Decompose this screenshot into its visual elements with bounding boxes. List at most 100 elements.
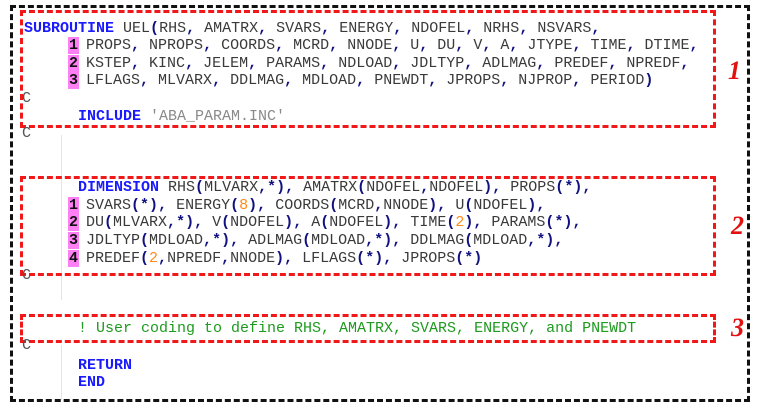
punctuation: , [185, 55, 195, 72]
punctuation: , [680, 55, 690, 72]
punctuation: , [140, 72, 150, 89]
punctuation: , [356, 72, 366, 89]
keyword: RETURN [78, 357, 133, 374]
punctuation: , [455, 37, 465, 54]
code-line: SVARS(*), ENERGY(8), COORDS(MCRD,NNODE),… [86, 197, 545, 214]
indent-guide [61, 135, 62, 300]
comment-marker: C [22, 125, 32, 142]
punctuation: , [293, 214, 303, 231]
punctuation: , [194, 214, 204, 231]
identifier: MLVARX [113, 214, 168, 231]
identifier: A [500, 37, 510, 54]
number-literal: 2 [455, 214, 465, 231]
continuation-marker: 3 [68, 72, 79, 89]
punctuation: ) [284, 214, 294, 231]
punctuation: , [519, 20, 529, 37]
punctuation: ) [464, 214, 474, 231]
punctuation: * [365, 250, 375, 267]
identifier: NSVARS [537, 20, 592, 37]
code-line: KSTEP, KINC, JELEM, PARAMS, NDLOAD, JDLT… [86, 55, 689, 72]
punctuation: ) [276, 179, 286, 196]
identifier: A [311, 214, 321, 231]
comment-marker: C [22, 90, 32, 107]
punctuation: , [212, 72, 222, 89]
continuation-marker: 3 [68, 232, 79, 249]
code-line: RETURN [78, 357, 132, 374]
code-line: ! User coding to define RHS, AMATRX, SVA… [78, 320, 636, 337]
punctuation: , [465, 20, 475, 37]
punctuation: ( [302, 232, 312, 249]
identifier: MCRD [338, 197, 375, 214]
identifier: MDLOAD [311, 232, 366, 249]
punctuation: , [131, 37, 141, 54]
punctuation: , [167, 214, 177, 231]
identifier: NDOFEL [473, 197, 528, 214]
box-label-1: 1 [728, 56, 741, 85]
identifier: JPROPS [446, 72, 501, 89]
punctuation: ) [149, 197, 159, 214]
code-line: DIMENSION RHS(MLVARX,*), AMATRX(NDOFEL,N… [78, 179, 591, 196]
identifier: RHS [168, 179, 196, 196]
identifier: V [212, 214, 222, 231]
punctuation: ( [356, 250, 366, 267]
punctuation: ( [545, 214, 555, 231]
punctuation: ( [221, 214, 231, 231]
identifier: JELEM [203, 55, 249, 72]
identifier: PREDEF [554, 55, 609, 72]
punctuation: , [285, 179, 295, 196]
punctuation: ( [329, 197, 339, 214]
highlight-box-2 [20, 176, 716, 276]
identifier: NPREDF [626, 55, 681, 72]
number-literal: 2 [149, 250, 159, 267]
keyword: DIMENSION [78, 179, 160, 196]
punctuation: ( [446, 214, 456, 231]
punctuation: , [392, 214, 402, 231]
punctuation: ) [573, 179, 583, 196]
punctuation: ( [320, 214, 330, 231]
punctuation: , [420, 179, 430, 196]
punctuation: , [275, 37, 285, 54]
continuation-marker: 2 [68, 55, 79, 72]
punctuation: , [203, 232, 213, 249]
punctuation: , [482, 37, 492, 54]
identifier: NDOFEL [329, 214, 384, 231]
identifier: NDOFEL [366, 179, 421, 196]
punctuation: * [554, 214, 564, 231]
punctuation: ( [131, 197, 141, 214]
punctuation: ( [104, 214, 114, 231]
punctuation: , [320, 55, 330, 72]
identifier: U [455, 197, 465, 214]
punctuation: , [419, 37, 429, 54]
identifier: SVARS [276, 20, 322, 37]
punctuation: * [564, 179, 574, 196]
identifier: PROPS [510, 179, 556, 196]
identifier: SVARS [86, 197, 132, 214]
number-literal: 8 [239, 197, 249, 214]
punctuation: ) [374, 250, 384, 267]
punctuation: , [536, 55, 546, 72]
identifier: ADLMAG [482, 55, 537, 72]
code-line: DU(MLVARX,*), V(NDOFEL), A(NDOFEL), TIME… [86, 214, 581, 231]
punctuation: ) [428, 197, 438, 214]
punctuation: ) [473, 250, 483, 267]
punctuation: ) [275, 250, 285, 267]
identifier: RHS [159, 20, 187, 37]
punctuation: , [572, 72, 582, 89]
outer-dashed-frame [10, 5, 750, 402]
punctuation: , [572, 37, 582, 54]
comment-marker: C [22, 337, 32, 354]
comment-marker: C [22, 267, 32, 284]
punctuation: , [186, 20, 196, 37]
punctuation: , [492, 179, 502, 196]
code-line: PROPS, NPROPS, COORDS, MCRD, NNODE, U, D… [86, 37, 699, 54]
identifier: MDLOAD [149, 232, 204, 249]
keyword: SUBROUTINE [24, 20, 115, 37]
identifier: KSTEP [86, 55, 132, 72]
identifier: LFLAGS [302, 250, 357, 267]
punctuation: , [284, 72, 294, 89]
punctuation: ( [230, 197, 240, 214]
highlight-box-1 [20, 10, 716, 128]
identifier: COORDS [275, 197, 330, 214]
identifier: NPROPS [149, 37, 204, 54]
